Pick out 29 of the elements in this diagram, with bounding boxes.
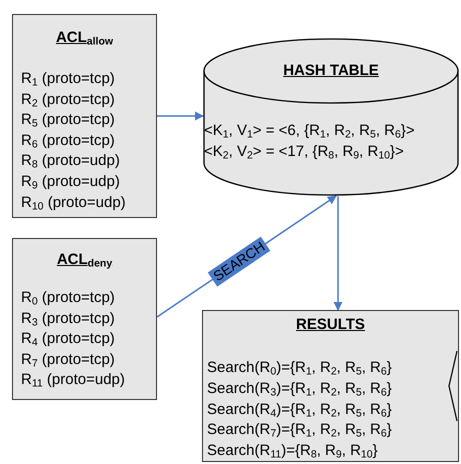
box-heading: ACL$_{allow}$	[56, 29, 114, 46]
entry-text: R$_{10}$ (proto=udp)	[21, 194, 126, 212]
entry-text: R$_{4}$ (proto=tcp)	[21, 330, 115, 348]
entry-text: R$_{1}$ (proto=tcp)	[21, 70, 115, 88]
acl-box	[12, 238, 157, 400]
entry-text: <K$_{1}$, V$_{1}$> = <6, {R$_{1}$, R$_{2}$, R$_{5}$, R$_{6}$}>	[204, 122, 415, 140]
entry-text: R$_{5}$ (proto=tcp)	[21, 111, 115, 130]
results-box	[202, 310, 459, 462]
entry-text: <K$_{2}$, V$_{2}$> = <17, {R$_{8}$, R$_{9}$, R$_{10}$}>	[204, 143, 404, 161]
box-heading: RESULTS	[296, 316, 365, 333]
entry-text: R$_{11}$ (proto=udp)	[21, 371, 125, 390]
entry-text: Search(R$_{11}$)={R$_{8}$, R$_{9}$, R$_{10}$}	[207, 442, 378, 460]
entry-text: Search(R$_{3}$)={R$_{1}$, R$_{2}$, R$_{5}$, R$_{6}$}	[207, 380, 392, 398]
entry-text: R$_{8}$ (proto=udp)	[21, 152, 120, 170]
entry-text: R$_{0}$ (proto=tcp)	[21, 289, 115, 307]
box-heading: HASH TABLE	[283, 62, 379, 79]
arrow	[157, 112, 204, 120]
entry-text: R$_{7}$ (proto=tcp)	[21, 350, 115, 369]
acl-box	[12, 14, 157, 218]
arrow	[334, 196, 342, 311]
entry-text: R$_{3}$ (proto=tcp)	[21, 310, 115, 328]
entry-text: R$_{2}$ (proto=tcp)	[21, 90, 115, 109]
database-cylinder	[203, 38, 459, 196]
box-heading: ACL$_{deny}$	[56, 251, 112, 268]
entry-text: Search(R$_{0}$)={R$_{1}$, R$_{2}$, R$_{5}$, R$_{6}$}	[207, 359, 392, 377]
entry-text: Search(R$_{7}$)={R$_{1}$, R$_{2}$, R$_{5}$, R$_{6}$}	[207, 421, 392, 440]
entry-text: R$_{9}$ (proto=udp)	[21, 173, 120, 191]
entry-text: Search(R$_{4}$)={R$_{1}$, R$_{2}$, R$_{5}$, R$_{6}$}	[207, 400, 392, 419]
entry-text: R$_{6}$ (proto=tcp)	[21, 132, 115, 150]
